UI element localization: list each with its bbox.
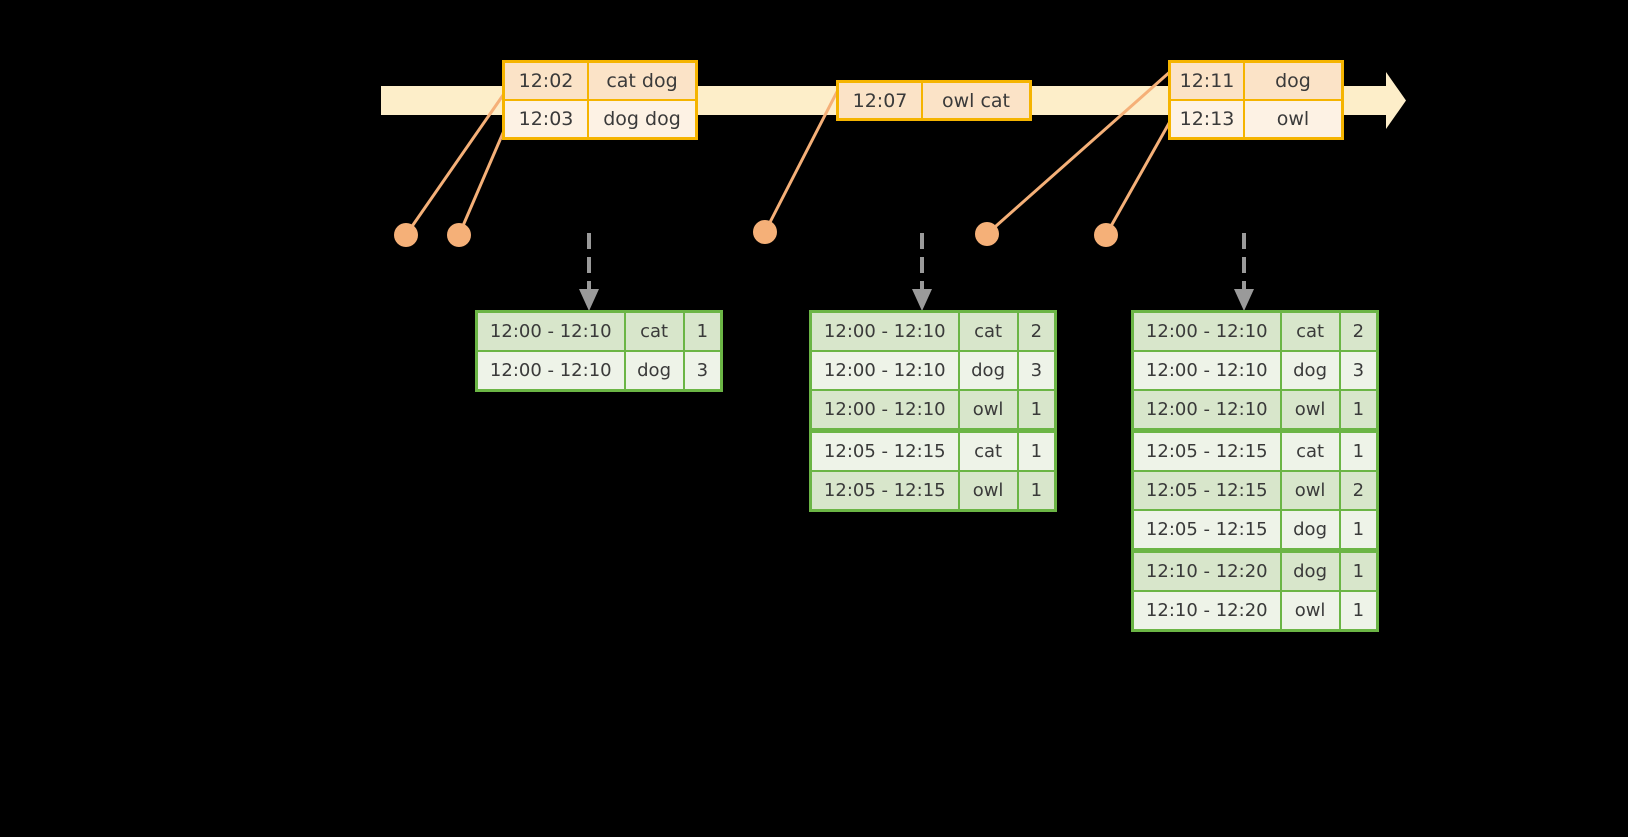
event-row: 12:02 cat dog (505, 63, 695, 99)
event-marker-dot (447, 223, 471, 247)
cell-window: 12:05 - 12:15 (1134, 472, 1280, 509)
cell-window: 12:10 - 12:20 (1134, 592, 1280, 629)
cell-count: 1 (1340, 553, 1376, 590)
cell-count: 1 (1340, 511, 1376, 548)
cell-window: 12:00 - 12:10 (1134, 313, 1280, 350)
cell-word: owl (1281, 472, 1339, 509)
cell-count: 3 (684, 352, 720, 389)
cell-count: 1 (1340, 391, 1376, 428)
cell-window: 12:00 - 12:10 (812, 313, 958, 350)
event-words: cat dog (587, 63, 695, 99)
event-time: 12:11 (1171, 63, 1243, 99)
cell-word: dog (1281, 511, 1339, 548)
event-group-b: 12:07 owl cat (836, 80, 1032, 121)
connector-line (457, 125, 508, 236)
cell-count: 3 (1340, 352, 1376, 389)
event-marker-dot (394, 223, 418, 247)
event-time: 12:02 (505, 63, 587, 99)
cell-window: 12:05 - 12:15 (1134, 511, 1280, 548)
cell-word: dog (1281, 553, 1339, 590)
cell-window: 12:00 - 12:10 (812, 352, 958, 389)
event-time: 12:07 (839, 83, 921, 118)
cell-word: dog (625, 352, 683, 389)
cell-window: 12:10 - 12:20 (1134, 553, 1280, 590)
cell-word: cat (1281, 313, 1339, 350)
cell-window: 12:05 - 12:15 (1134, 433, 1280, 470)
cell-count: 1 (1018, 433, 1054, 470)
cell-word: dog (1281, 352, 1339, 389)
event-marker-dot (753, 220, 777, 244)
flow-arrow-down-icon (579, 233, 599, 311)
event-row: 12:03 dog dog (505, 99, 695, 137)
cell-word: cat (959, 313, 1017, 350)
flow-arrow-down-icon (1234, 233, 1254, 311)
cell-window: 12:00 - 12:10 (478, 313, 624, 350)
cell-count: 1 (1018, 391, 1054, 428)
cell-word: owl (1281, 592, 1339, 629)
cell-window: 12:00 - 12:10 (812, 391, 958, 428)
cell-word: cat (1281, 433, 1339, 470)
cell-window: 12:05 - 12:15 (812, 433, 958, 470)
event-time: 12:13 (1171, 101, 1243, 137)
stream-arrowhead-icon (1366, 72, 1406, 129)
connector-line (1104, 117, 1174, 236)
cell-count: 1 (684, 313, 720, 350)
cell-count: 1 (1340, 592, 1376, 629)
event-group-c: 12:11 dog 12:13 owl (1168, 60, 1344, 140)
event-marker-dot (975, 222, 999, 246)
cell-window: 12:00 - 12:10 (1134, 352, 1280, 389)
cell-count: 2 (1018, 313, 1054, 350)
cell-count: 2 (1340, 313, 1376, 350)
cell-word: dog (959, 352, 1017, 389)
cell-count: 1 (1340, 433, 1376, 470)
flow-arrow-down-icon (912, 233, 932, 311)
cell-word: cat (625, 313, 683, 350)
cell-window: 12:00 - 12:10 (1134, 391, 1280, 428)
event-words: owl cat (921, 83, 1029, 118)
event-words: owl (1243, 101, 1341, 137)
cell-word: cat (959, 433, 1017, 470)
event-row: 12:07 owl cat (839, 83, 1029, 118)
event-words: dog dog (587, 101, 695, 137)
cell-word: owl (959, 391, 1017, 428)
event-words: dog (1243, 63, 1341, 99)
cell-count: 2 (1340, 472, 1376, 509)
event-group-a: 12:02 cat dog 12:03 dog dog (502, 60, 698, 140)
event-row: 12:11 dog (1171, 63, 1341, 99)
cell-window: 12:00 - 12:10 (478, 352, 624, 389)
event-marker-dot (1094, 223, 1118, 247)
cell-word: owl (959, 472, 1017, 509)
cell-word: owl (1281, 391, 1339, 428)
event-time: 12:03 (505, 101, 587, 137)
cell-count: 3 (1018, 352, 1054, 389)
event-row: 12:13 owl (1171, 99, 1341, 137)
cell-window: 12:05 - 12:15 (812, 472, 958, 509)
cell-count: 1 (1018, 472, 1054, 509)
